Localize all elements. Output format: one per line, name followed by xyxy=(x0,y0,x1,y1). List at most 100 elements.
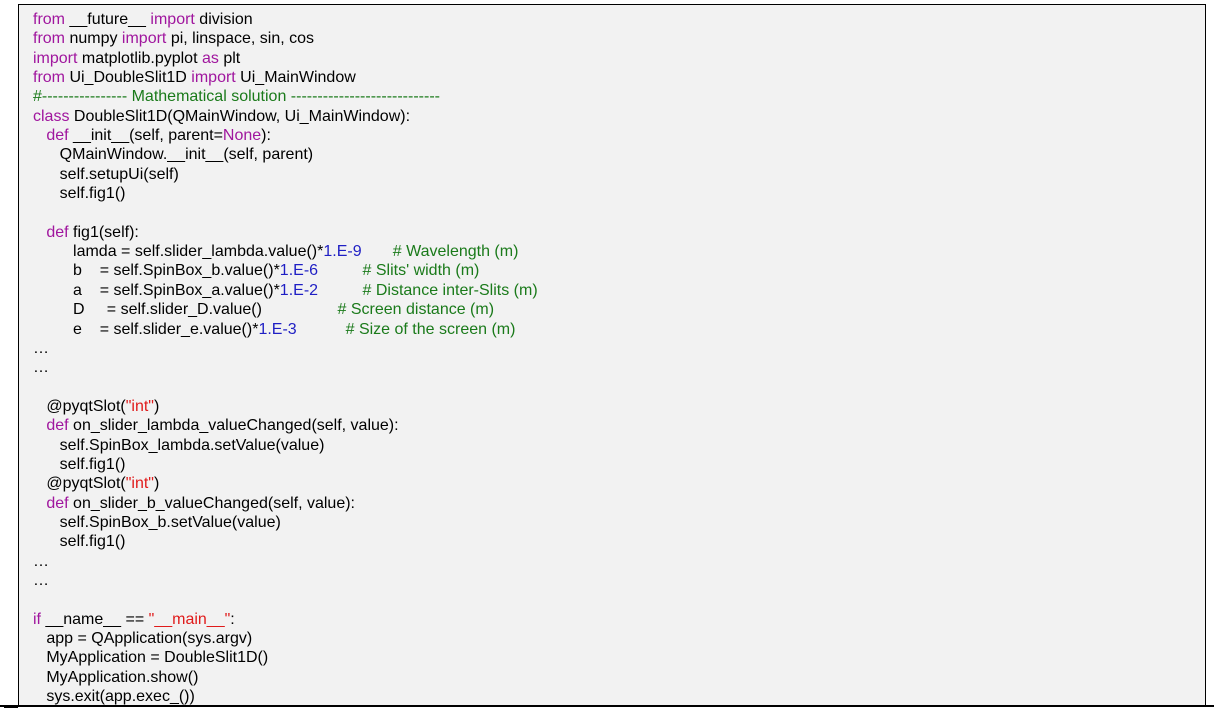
code-line: @pyqtSlot("int") xyxy=(33,397,538,416)
code-line: self.SpinBox_b.setValue(value) xyxy=(33,513,538,532)
code-keyword: if xyxy=(33,610,41,628)
code-string: "__main__" xyxy=(148,610,231,628)
code-text: MyApplication.show() xyxy=(33,668,199,686)
code-keyword: as xyxy=(201,49,219,67)
code-line: sys.exit(app.exec_()) xyxy=(33,687,538,706)
code-keyword: def xyxy=(46,127,69,145)
code-line: … xyxy=(33,358,538,377)
code-comment: # Slits' width (m) xyxy=(362,262,480,280)
code-keyword: from xyxy=(33,11,65,28)
code-text: self.fig1() xyxy=(33,185,126,203)
code-number: 1.E-3 xyxy=(258,320,297,338)
code-text: Ui_MainWindow xyxy=(235,69,356,87)
code-text: ): xyxy=(261,127,271,145)
code-line: @pyqtSlot("int") xyxy=(33,474,538,493)
code-text: ) xyxy=(153,475,160,493)
code-line xyxy=(33,590,538,609)
code-line: #---------------- Mathematical solution … xyxy=(33,87,538,106)
code-line: self.SpinBox_lambda.setValue(value) xyxy=(33,436,538,455)
code-line: lamda = self.slider_lambda.value()*1.E-9… xyxy=(33,242,538,261)
code-text: … xyxy=(33,552,49,570)
divider-tick xyxy=(4,706,18,708)
code-line: … xyxy=(33,339,538,358)
code-string: "int" xyxy=(125,397,154,415)
code-comment: # Wavelength (m) xyxy=(392,243,519,261)
code-keyword: def xyxy=(46,223,69,241)
code-text: … xyxy=(33,571,49,589)
code-keyword: class xyxy=(33,107,70,125)
code-line: from numpy import pi, linspace, sin, cos xyxy=(33,29,538,48)
code-text: self.SpinBox_b.setValue(value) xyxy=(33,513,281,531)
code-text: @pyqtSlot( xyxy=(33,475,126,493)
code-line: app = QApplication(sys.argv) xyxy=(33,629,538,648)
code-text: MyApplication = DoubleSlit1D() xyxy=(33,649,269,667)
code-text: sys.exit(app.exec_()) xyxy=(33,688,195,706)
code-line: self.fig1() xyxy=(33,532,538,551)
code-text: DoubleSlit1D(QMainWindow, Ui_MainWindow)… xyxy=(69,107,411,125)
code-text: fig1(self): xyxy=(68,223,139,241)
code-line xyxy=(33,378,538,397)
code-line: class DoubleSlit1D(QMainWindow, Ui_MainW… xyxy=(33,107,538,126)
code-keyword: import xyxy=(121,30,167,48)
code-line: import matplotlib.pyplot as plt xyxy=(33,49,538,68)
code-keyword: def xyxy=(46,494,69,512)
code-text: b = self.SpinBox_b.value()* xyxy=(33,262,280,280)
code-text xyxy=(33,495,46,512)
code-line: def on_slider_b_valueChanged(self, value… xyxy=(33,494,538,513)
code-comment: # Size of the screen (m) xyxy=(345,320,516,338)
code-text: self.fig1() xyxy=(33,533,126,551)
code-line: QMainWindow.__init__(self, parent) xyxy=(33,145,538,164)
code-text: D = self.slider_D.value() xyxy=(33,301,338,319)
code-line: b = self.SpinBox_b.value()*1.E-6 # Slits… xyxy=(33,261,538,280)
code-text: lamda = self.slider_lambda.value()* xyxy=(33,243,324,261)
code-keyword: def xyxy=(46,417,69,435)
code-line: self.fig1() xyxy=(33,455,538,474)
code-text: matplotlib.pyplot xyxy=(77,49,202,67)
code-text: numpy xyxy=(65,30,122,48)
code-line: D = self.slider_D.value() # Screen dista… xyxy=(33,300,538,319)
code-text: on_slider_b_valueChanged(self, value): xyxy=(68,494,355,512)
code-line: def __init__(self, parent=None): xyxy=(33,126,538,145)
code-comment: # Distance inter-Slits (m) xyxy=(362,281,538,299)
code-text: plt xyxy=(218,49,241,67)
code-keyword: import xyxy=(33,49,78,67)
code-text xyxy=(33,127,46,144)
code-line: if __name__ == "__main__": xyxy=(33,610,538,629)
code-text xyxy=(33,224,46,241)
code-text: __init__(self, parent= xyxy=(68,127,223,145)
code-line: a = self.SpinBox_a.value()*1.E-2 # Dista… xyxy=(33,281,538,300)
code-keyword: from xyxy=(33,30,65,48)
code-text xyxy=(362,243,393,260)
code-line: self.fig1() xyxy=(33,184,538,203)
code-line: def fig1(self): xyxy=(33,223,538,242)
code-text xyxy=(297,321,346,338)
bottom-divider xyxy=(0,705,1214,707)
code-text: __future__ xyxy=(65,11,151,28)
code-number: 1.E-2 xyxy=(279,281,319,299)
code-keyword: import xyxy=(191,69,236,87)
code-line: MyApplication.show() xyxy=(33,668,538,687)
code-line: from Ui_DoubleSlit1D import Ui_MainWindo… xyxy=(33,68,538,87)
code-number: 1.E-9 xyxy=(323,243,362,261)
code-text xyxy=(33,417,46,434)
code-comment: # Screen distance (m) xyxy=(337,301,495,319)
code-text xyxy=(318,262,362,279)
code-line xyxy=(33,203,538,222)
code-text: @pyqtSlot( xyxy=(33,397,126,415)
code-comment: #---------------- Mathematical solution … xyxy=(33,88,440,106)
code-keyword: None xyxy=(222,127,262,145)
code-text xyxy=(318,282,362,299)
code-line: self.setupUi(self) xyxy=(33,165,538,184)
code-text: e = self.slider_e.value()* xyxy=(33,320,259,338)
code-text: self.fig1() xyxy=(33,455,126,473)
code-number: 1.E-6 xyxy=(279,262,319,280)
code-text: QMainWindow.__init__(self, parent) xyxy=(33,146,314,164)
code-text: self.SpinBox_lambda.setValue(value) xyxy=(33,436,325,454)
code-text: a = self.SpinBox_a.value()* xyxy=(33,281,280,299)
code-line: … xyxy=(33,552,538,571)
code-keyword: from xyxy=(33,69,65,87)
code-text: app = QApplication(sys.argv) xyxy=(33,630,253,647)
code-text: … xyxy=(33,359,49,377)
